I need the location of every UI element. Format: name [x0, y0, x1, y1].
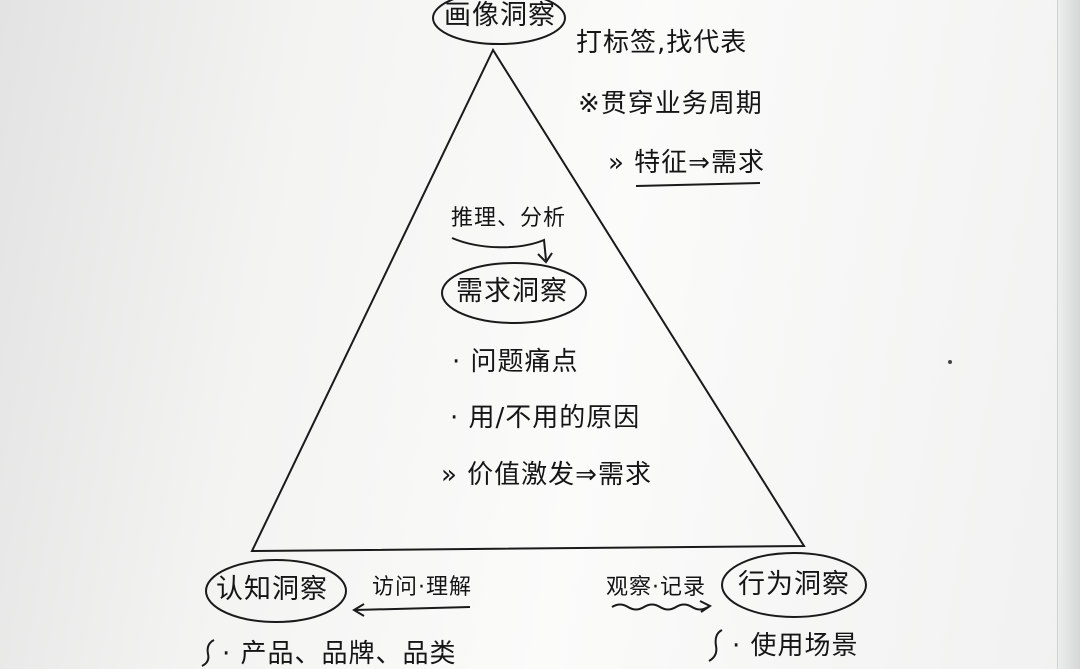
oval-right [721, 552, 867, 618]
node-behavior-insight: 行为洞察 [738, 569, 850, 600]
paper-edge [1057, 0, 1080, 669]
center-note-pain-points: · 问题痛点 [452, 347, 579, 377]
top-note-tagging: 打标签,找代表 [576, 28, 748, 58]
center-note-value-demand: » 价值激发⇒需求 [441, 460, 652, 490]
top-note-business-cycle: ※贯穿业务周期 [578, 89, 763, 119]
top-cut-line: ······· [600, 0, 656, 10]
analysis-arrow [451, 237, 547, 261]
right-brace [708, 629, 723, 662]
left-brace [201, 639, 215, 667]
right-method-label: 观察·记录 [606, 575, 706, 600]
node-portrait-insight: 画像洞察 [444, 0, 556, 31]
oval-left [205, 559, 347, 623]
pyramid-triangle [250, 47, 806, 553]
left-method-arrow [354, 606, 471, 611]
oval-center [441, 262, 587, 324]
feature-underline [635, 182, 761, 187]
center-note-use-reasons: · 用/不用的原因 [450, 403, 641, 433]
right-method-arrow [611, 603, 709, 611]
top-note-feature-demand: » 特征⇒需求 [608, 148, 765, 178]
center-analysis-label: 推理、分析 [451, 206, 567, 231]
oval-top [432, 0, 566, 45]
ink-dot [948, 360, 952, 364]
node-cognitive-insight: 认知洞察 [216, 574, 328, 605]
left-method-label: 访问·理解 [372, 575, 472, 600]
left-item-product-brand: · 产品、品牌、品类 [222, 639, 457, 669]
right-item-usage-scene: · 使用场景 [732, 631, 859, 661]
node-demand-insight: 需求洞察 [456, 276, 568, 307]
